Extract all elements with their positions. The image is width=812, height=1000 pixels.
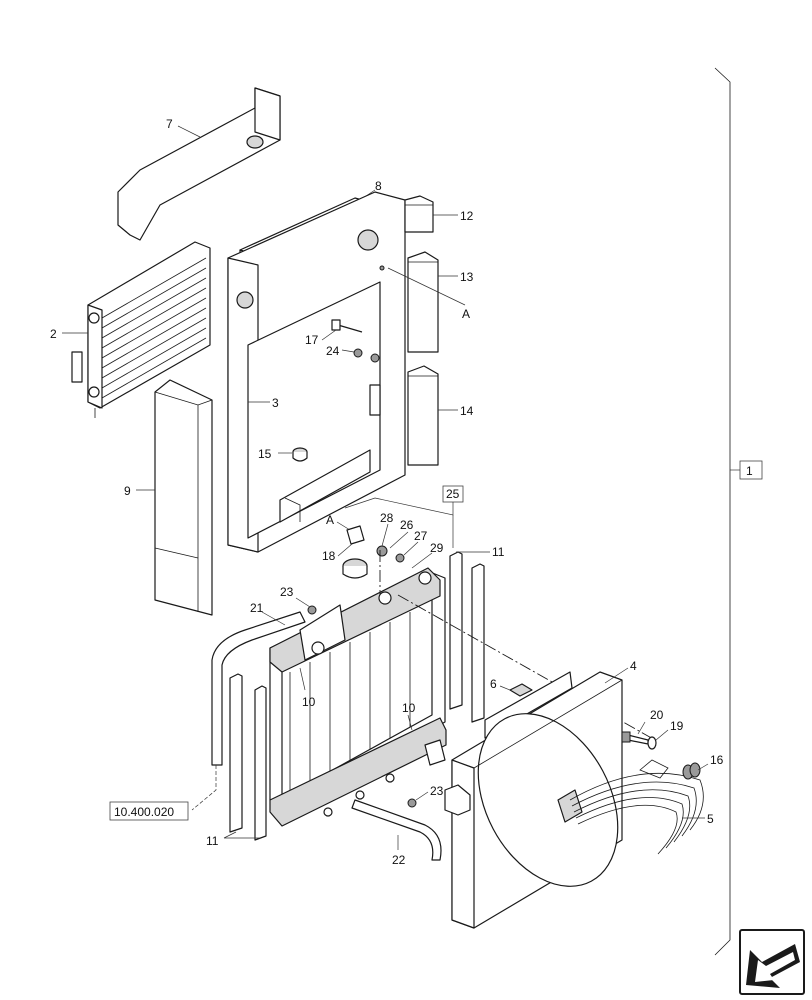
callout-29: 29 [430, 541, 444, 555]
callout-7: 7 [166, 117, 173, 131]
part-7-shroud [117, 87, 281, 241]
part-11-strip-right-b [471, 563, 485, 723]
part-11-strip-left-b [254, 685, 267, 841]
callout-3: 3 [272, 396, 279, 410]
part-3-frame [227, 191, 406, 553]
callout-4: 4 [630, 659, 637, 673]
part-6-label [509, 683, 533, 697]
callout-12: 12 [460, 209, 474, 223]
callout-26: 26 [400, 518, 414, 532]
callout-21: 21 [250, 601, 264, 615]
radiator-cap [342, 558, 368, 579]
part-4-fan-shroud [444, 671, 623, 929]
callout-1: 1 [746, 464, 753, 478]
callout-15: 15 [258, 447, 272, 461]
part-22-lower-hose [351, 799, 442, 861]
part-14-foam [407, 365, 439, 466]
callout-14: 14 [460, 404, 474, 418]
reference-a-top: A [462, 307, 470, 321]
part-21-upper-hose [211, 611, 306, 766]
part-19-washer [647, 736, 657, 750]
part-13-foam [407, 251, 439, 353]
part-9-foam-block [154, 379, 213, 616]
callout-11-upper: 11 [492, 545, 505, 559]
reference-10-400-020: 10.400.020 [114, 805, 174, 819]
callout-22: 22 [392, 853, 406, 867]
assembly-bracket [714, 67, 731, 956]
part-11-strip-left-a [229, 673, 243, 833]
callout-13: 13 [460, 270, 474, 284]
callout-6: 6 [490, 677, 497, 691]
callout-18: 18 [322, 549, 336, 563]
part-2-oil-cooler [71, 241, 211, 418]
part-26-nut [376, 545, 388, 557]
part-27-washer [395, 553, 405, 563]
part-24-washer [353, 348, 363, 358]
part-15-mount [292, 447, 308, 462]
part-23-clamp-upper [307, 605, 317, 615]
callout-5: 5 [707, 812, 714, 826]
callout-23-lower: 23 [430, 784, 444, 798]
reference-leader-hose [191, 765, 217, 811]
callout-20: 20 [650, 708, 664, 722]
callout-10-right: 10 [402, 701, 416, 715]
part-23-clamp-lower [407, 798, 417, 808]
callout-19: 19 [670, 719, 684, 733]
part-18-stud [346, 525, 365, 545]
part-11-strip-right-a [449, 551, 463, 710]
callout-10-left: 10 [302, 695, 316, 709]
callout-16: 16 [710, 753, 724, 767]
callout-9: 9 [124, 484, 131, 498]
next-page-arrow-icon[interactable] [739, 929, 805, 995]
part-16-nut [682, 762, 701, 780]
reference-a-mid: A [326, 513, 334, 527]
radiator [269, 567, 447, 827]
callout-2: 2 [50, 327, 57, 341]
callout-25: 25 [446, 487, 460, 501]
callout-11-lower: 11 [206, 834, 219, 848]
callout-24: 24 [326, 344, 340, 358]
callout-17: 17 [305, 333, 319, 347]
callout-8: 8 [375, 179, 382, 193]
part-12-foam [404, 195, 434, 233]
callout-27: 27 [414, 529, 428, 543]
callout-28: 28 [380, 511, 394, 525]
callout-23-upper: 23 [280, 585, 294, 599]
